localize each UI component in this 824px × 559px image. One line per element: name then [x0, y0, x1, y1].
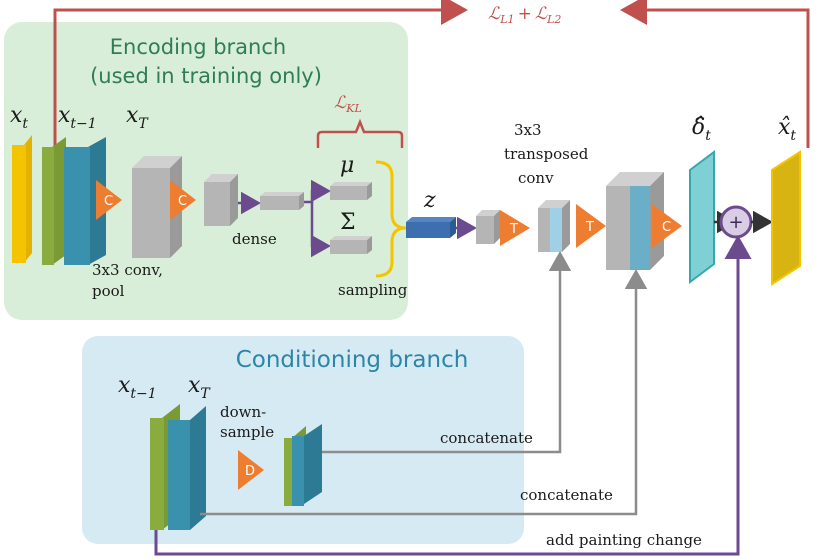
painting-change-output — [689, 150, 715, 284]
conv-operator-1: C — [96, 180, 122, 220]
svg-text:C: C — [662, 220, 671, 235]
add-operator: + — [719, 205, 753, 239]
svg-text:C: C — [104, 194, 113, 209]
cond-xT-label: xT — [188, 373, 211, 402]
add-painting-change-line — [154, 235, 752, 556]
transposed-label-line2: transposed — [504, 145, 589, 163]
kl-brace — [316, 118, 404, 148]
add-painting-change-label: add painting change — [546, 531, 702, 549]
conditioning-branch-title: Conditioning branch — [236, 347, 469, 373]
encoding-branch-title-line1: Encoding branch — [110, 35, 286, 59]
mu-arrow — [304, 179, 331, 204]
input-xt-frame — [12, 135, 32, 263]
conv-feature-block-1 — [132, 156, 182, 258]
svg-text:ℒL1+ℒL2: ℒL1+ℒL2 — [488, 4, 561, 26]
transposed-label-line3: conv — [518, 169, 554, 187]
transposed-conv-operator-1: T — [500, 210, 530, 246]
downsampled-frames — [284, 424, 322, 506]
delta-hat-symbol: δ̂t — [692, 115, 711, 144]
input-xT-label: xT — [126, 103, 149, 132]
kl-loss-label: ℒKL — [334, 93, 362, 115]
conv-operator-output: C — [652, 204, 682, 248]
encoding-branch-title-line2: (used in training only) — [90, 64, 322, 88]
sigma-arrow — [310, 202, 331, 258]
svg-text:T: T — [585, 220, 594, 235]
dense-vector — [260, 192, 304, 210]
input-xt-minus-1-label: xt−1 — [58, 103, 97, 132]
svg-text:C: C — [178, 194, 187, 209]
transposed-conv-operator-2: T — [576, 204, 606, 248]
reconstruction-loss: ℒL1+ℒL2 — [488, 4, 561, 26]
sigma-symbol: Σ — [340, 210, 356, 235]
downsample-operator: D — [238, 450, 264, 490]
decoder-block-2 — [538, 200, 570, 252]
cond-xt-minus-1-label: xt−1 — [118, 373, 157, 402]
downsample-label-line1: down- — [220, 403, 266, 421]
concat-line-2 — [200, 269, 648, 516]
dense-label: dense — [232, 230, 277, 248]
input-xt-minus-1-frame — [42, 137, 66, 265]
svg-text:D: D — [245, 464, 255, 479]
loss-line-right — [620, 0, 810, 148]
input-xt-label: xt — [10, 103, 28, 132]
cond-xT-frame — [168, 406, 206, 530]
loss-line-left — [53, 0, 468, 148]
sigma-vector — [330, 236, 372, 254]
conv-label-line2: pool — [92, 282, 125, 300]
xhat-symbol: x̂t — [778, 115, 796, 144]
z-symbol: z — [423, 188, 436, 213]
concat-label-1: concatenate — [440, 429, 533, 447]
mu-vector — [330, 182, 372, 200]
svg-text:T: T — [509, 222, 518, 237]
latent-z-vector — [406, 217, 456, 238]
transposed-label-line1: 3x3 — [514, 121, 542, 139]
predicted-frame-output — [771, 150, 801, 286]
mu-symbol: μ — [340, 153, 354, 178]
conv-label-line1: 3x3 conv, — [92, 261, 163, 279]
conv-feature-block-2 — [204, 174, 238, 226]
sampling-label: sampling — [338, 281, 408, 299]
conv-operator-2: C — [170, 180, 196, 220]
concat-label-2: concatenate — [520, 486, 613, 504]
concat-line-1 — [322, 251, 572, 454]
svg-text:+: + — [728, 212, 743, 233]
downsample-label-line2: sample — [220, 423, 274, 441]
decoder-block-1 — [476, 210, 500, 244]
